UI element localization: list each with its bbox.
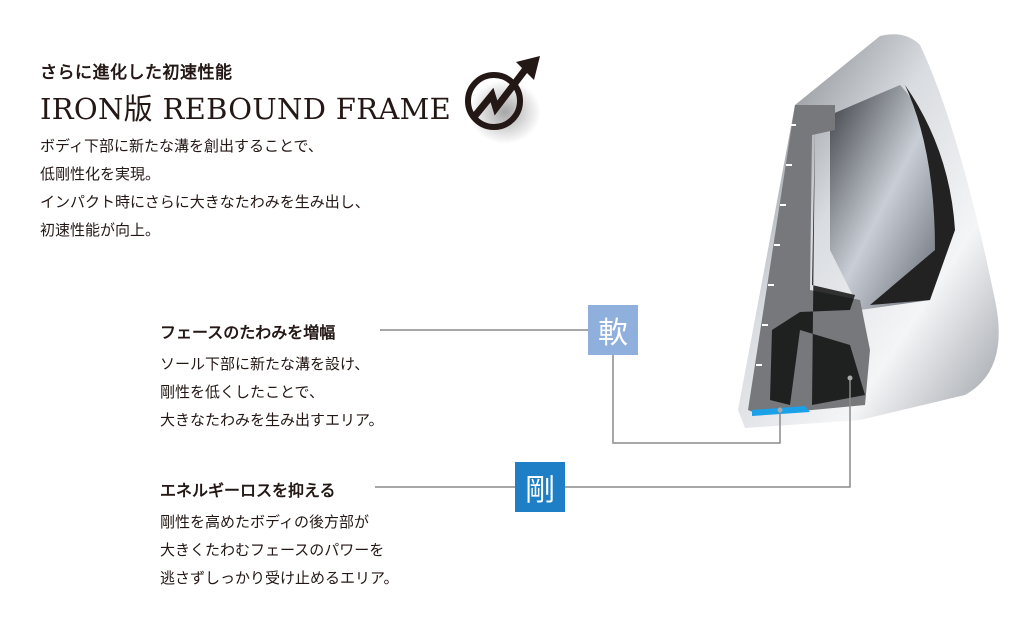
soft-point-marker [777,407,783,413]
soft-callout-connector [612,355,781,444]
rigid-line: 大きくたわむフェースのパワーを [160,541,385,559]
rigid-section-heading: エネルギーロスを抑える [160,481,336,500]
soft-line: 剛性を低くしたことで、 [160,383,324,401]
intro-line: 初速性能が向上。 [40,221,161,239]
hard-callout-connector [565,378,851,488]
subtitle: さらに進化した初速性能 [40,63,233,83]
hard-point-marker [847,375,853,381]
soft-section-heading: フェースのたわみを増幅 [160,323,336,342]
rigid-line: 剛性を高めたボディの後方部が [160,513,369,531]
soft-badge: 軟 [588,305,638,355]
intro-line: 低剛性化を実現。 [40,165,161,183]
intro-text: ボディ下部に新たな溝を創出することで、 低剛性化を実現。 インパクト時にさらに大… [40,132,370,244]
intro-line: ボディ下部に新たな溝を創出することで、 [40,137,323,155]
rebound-arrow-logo-icon [465,56,541,144]
rigid-section-text: 剛性を高めたボディの後方部が 大きくたわむフェースのパワーを 逃さずしっかり受け… [160,508,399,592]
page-title: IRON版 REBOUND FRAME [40,92,452,126]
soft-section-text: ソール下部に新たな溝を設け、 剛性を低くしたことで、 大きなたわみを生み出すエリ… [160,350,384,434]
soft-line: 大きなたわみを生み出すエリア。 [160,411,384,429]
rigid-badge: 剛 [515,462,565,512]
intro-line: インパクト時にさらに大きなたわみを生み出し、 [40,193,370,211]
callout-lines [375,329,851,488]
iron-head-cutaway-image [738,34,999,429]
soft-line: ソール下部に新たな溝を設け、 [160,355,370,373]
rigid-line: 逃さずしっかり受け止めるエリア。 [160,569,399,587]
